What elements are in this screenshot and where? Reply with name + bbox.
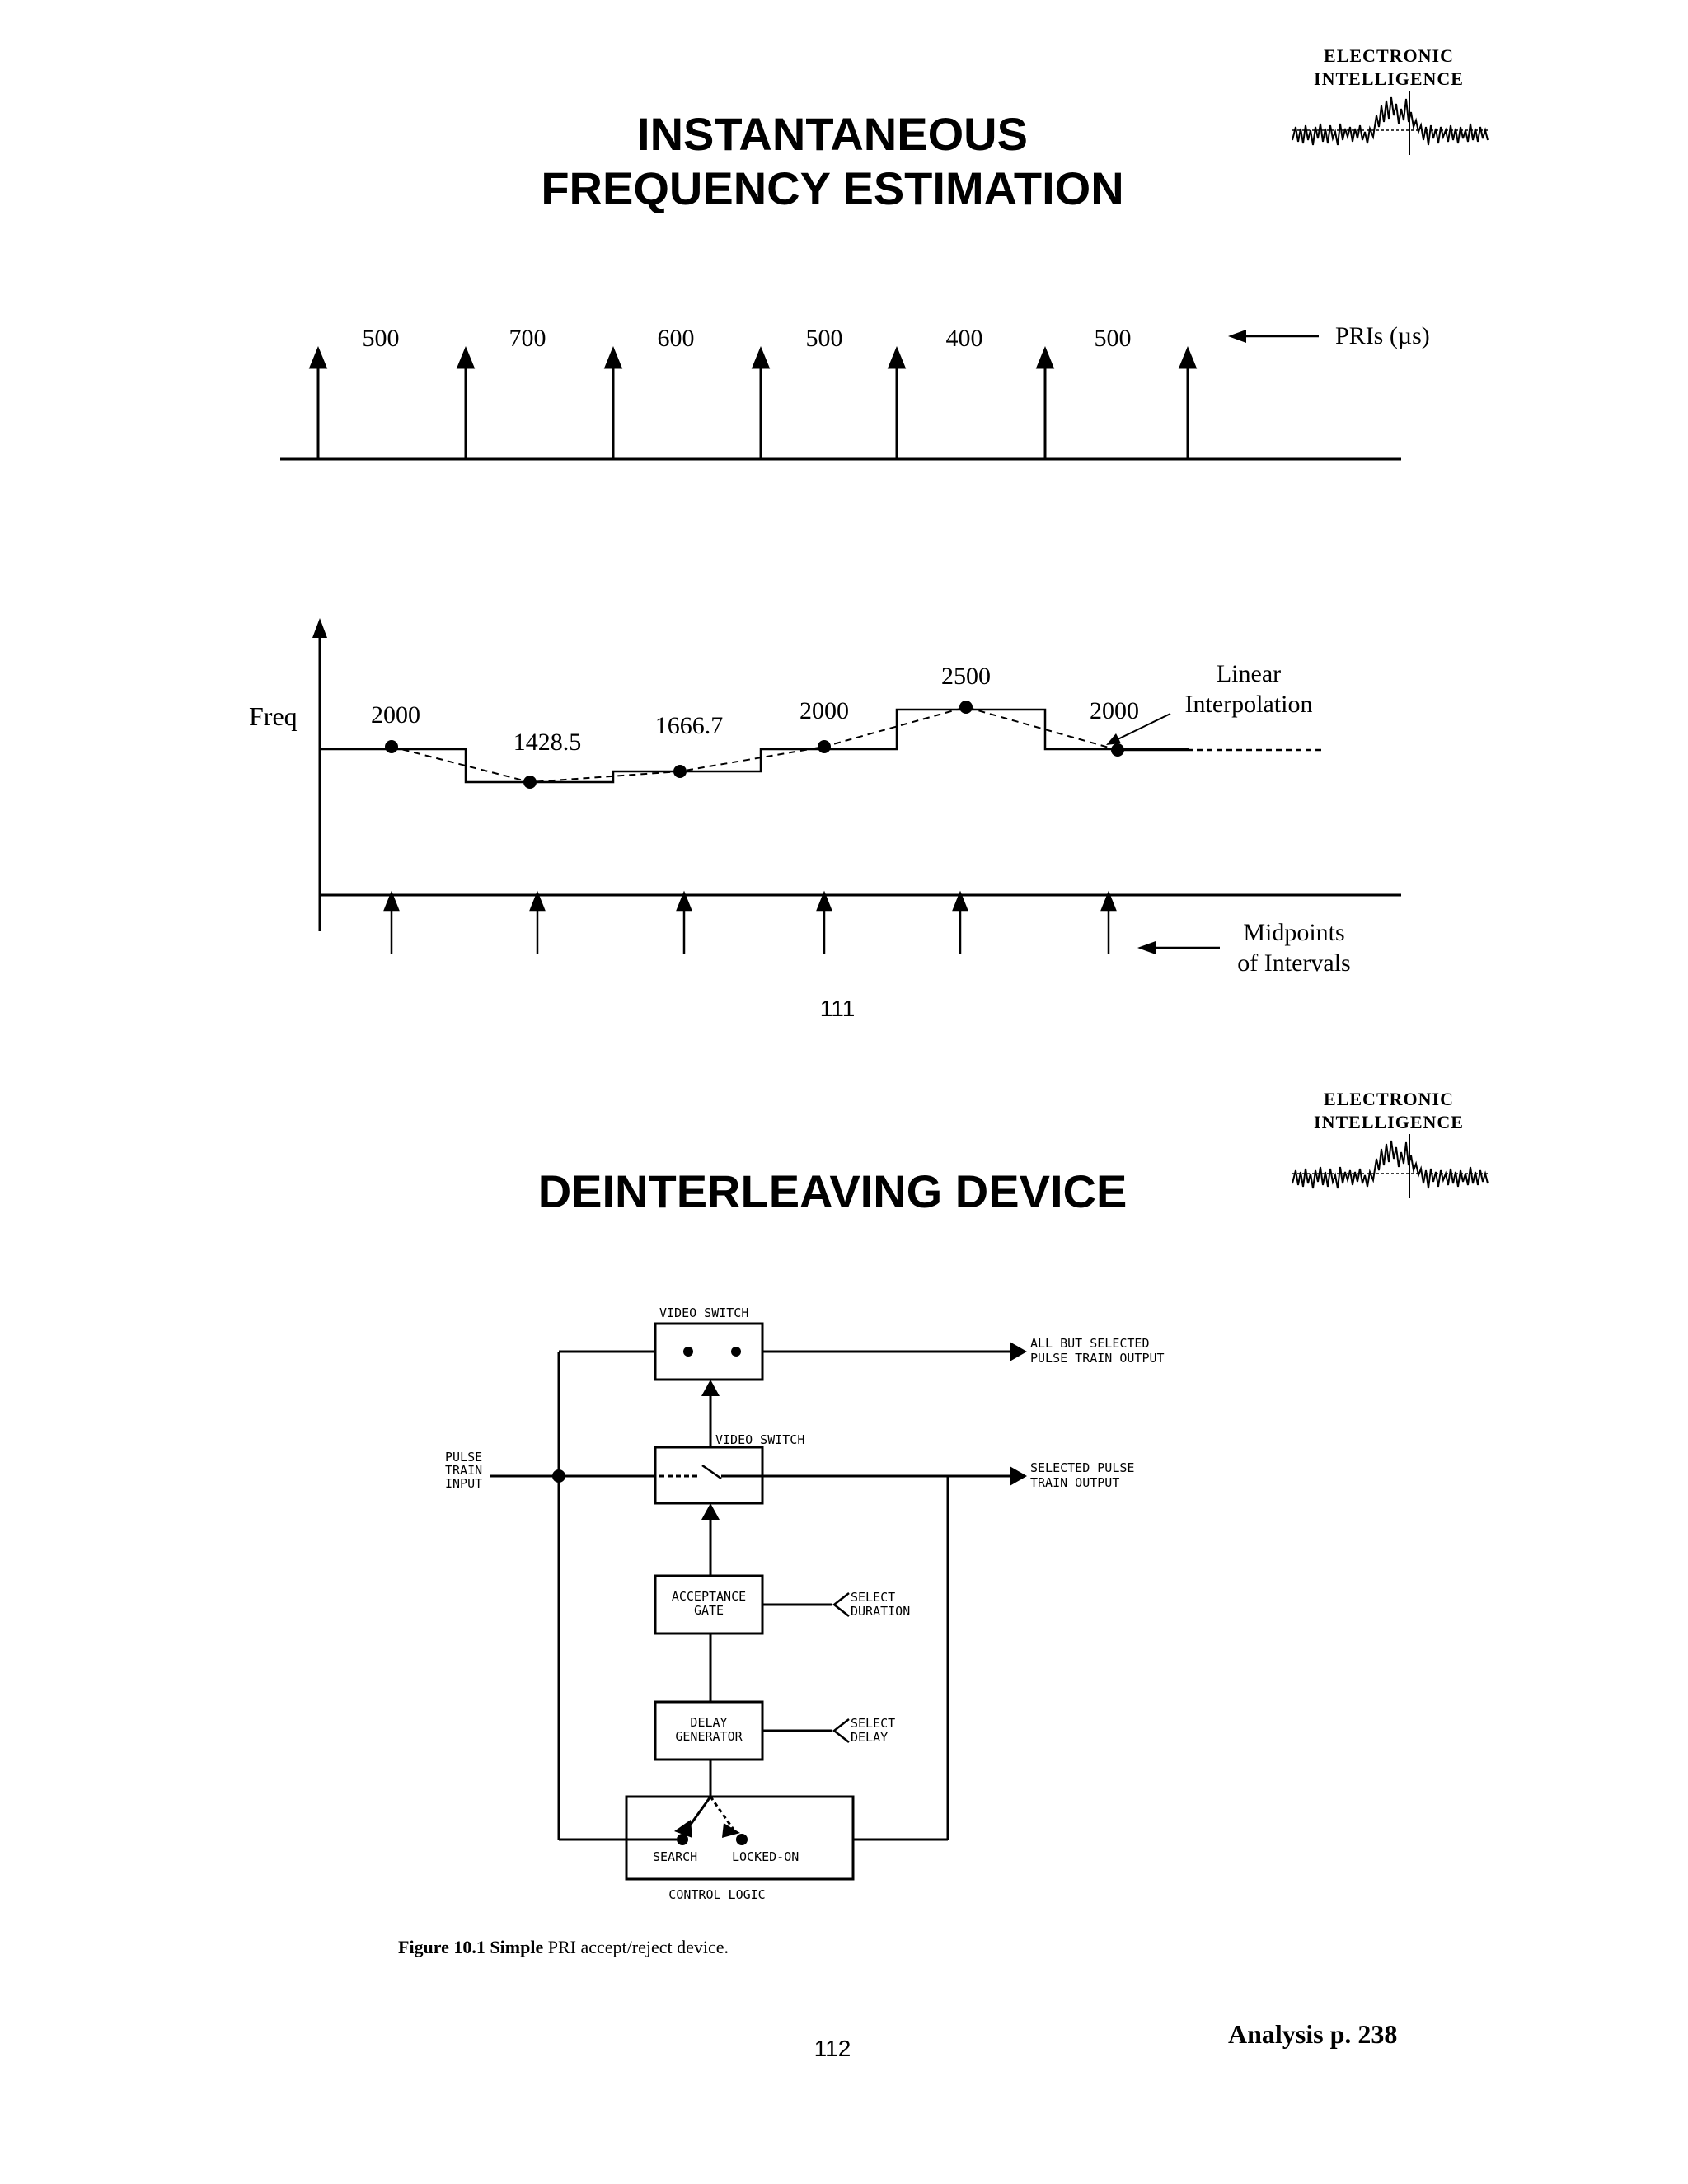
gate-up-arrow-icon — [701, 1503, 720, 1520]
title-line-2: FREQUENCY ESTIMATION — [541, 162, 1124, 214]
output-mid-line-1: SELECTED PULSE — [1030, 1460, 1134, 1475]
logo: ELECTRONIC INTELLIGENCE — [1286, 45, 1492, 168]
select-delay-line-1: SELECT — [851, 1716, 895, 1731]
control-logic-box — [625, 1795, 855, 1881]
pri-axis-label: PRIs (µs) — [1335, 322, 1430, 349]
select-duration-line-2: DURATION — [851, 1604, 910, 1619]
control-logic-label: CONTROL LOGIC — [668, 1887, 765, 1902]
pri-value-1: 500 — [363, 325, 400, 352]
logo-text-line-1: ELECTRONIC — [1324, 45, 1454, 66]
search-label: SEARCH — [653, 1849, 697, 1864]
pri-value-2: 700 — [509, 325, 546, 352]
delay-line-1: DELAY — [690, 1715, 727, 1730]
pri-pulse-diagram: 500 700 600 500 400 500 PRIs (µs) — [280, 322, 1430, 461]
pri-pointer-arrow-icon — [1228, 330, 1246, 343]
pulse-input-line-3: INPUT — [445, 1476, 482, 1491]
search-arm-arrow-icon — [674, 1820, 692, 1838]
page-number-112: 112 — [814, 2036, 851, 2061]
interp-pointer-arrow-icon — [1106, 733, 1121, 745]
interp-label-line-1: Linear — [1217, 660, 1281, 687]
delay-line-2: GENERATOR — [675, 1729, 743, 1744]
locked-on-label: LOCKED-ON — [732, 1849, 799, 1864]
midpoints-label-line-1: Midpoints — [1243, 919, 1344, 946]
output-top-line-2: PULSE TRAIN OUTPUT — [1030, 1351, 1165, 1366]
page-title: INSTANTANEOUS FREQUENCY ESTIMATION — [462, 107, 1203, 216]
top-output-arrow-icon — [1010, 1342, 1027, 1361]
locked-arm-arrow-icon — [722, 1823, 740, 1838]
logo-text-line-2: INTELLIGENCE — [1314, 68, 1464, 89]
mid-output-arrow-icon — [1010, 1466, 1027, 1486]
pri-value-4: 500 — [806, 325, 843, 352]
pri-value-3: 600 — [658, 325, 695, 352]
step-function-line — [320, 708, 1189, 784]
acceptance-line-2: GATE — [694, 1603, 724, 1618]
logo-2: ELECTRONIC INTELLIGENCE — [1286, 1088, 1492, 1212]
freq-axis-arrow-icon — [312, 618, 327, 638]
pulse-input-line-2: TRAIN — [445, 1463, 482, 1478]
video-switch-top-label: VIDEO SWITCH — [659, 1305, 748, 1320]
linear-interpolation-line — [391, 705, 1118, 784]
freq-value-2: 1428.5 — [513, 729, 582, 756]
pulse-input-line-1: PULSE — [445, 1450, 482, 1465]
pulse-arrows — [308, 346, 1198, 459]
midpoints-label-line-2: of Intervals — [1237, 949, 1350, 977]
pri-value-5: 400 — [946, 325, 983, 352]
figure-caption-text: PRI accept/reject device. — [543, 1937, 729, 1957]
page-number-111: 111 — [819, 996, 856, 1021]
logo-2-text-line-2: INTELLIGENCE — [1314, 1112, 1464, 1132]
switch-up-arrow-icon — [701, 1380, 720, 1396]
select-duration-line-1: SELECT — [851, 1590, 895, 1605]
interp-label-line-2: Interpolation — [1185, 691, 1313, 718]
title-line-1: INSTANTANEOUS — [637, 108, 1028, 160]
deinterleaving-block-diagram: VIDEO SWITCH ALL BUT SELECTED PULSE TRAI… — [445, 1305, 1165, 1902]
figure-caption-bold: Figure 10.1 Simple — [398, 1937, 544, 1957]
video-switch-top-box — [654, 1322, 764, 1381]
pri-value-6: 500 — [1095, 325, 1132, 352]
freq-value-4: 2000 — [799, 697, 849, 724]
signal-logo-icon — [1292, 91, 1489, 155]
select-delay-line-2: DELAY — [851, 1730, 888, 1745]
freq-value-1: 2000 — [371, 701, 420, 729]
video-switch-mid-label: VIDEO SWITCH — [715, 1432, 804, 1447]
signal-logo-icon — [1292, 1134, 1489, 1198]
output-mid-line-2: TRAIN OUTPUT — [1030, 1475, 1119, 1490]
page-2-title: DEINTERLEAVING DEVICE — [537, 1165, 1128, 1217]
freq-value-3: 1666.7 — [655, 712, 724, 739]
freq-value-6: 2000 — [1090, 697, 1139, 724]
freq-value-5: 2500 — [941, 663, 991, 690]
figure-caption: Figure 10.1 Simple PRI accept/reject dev… — [398, 1937, 729, 1958]
midpoints-pointer-arrow-icon — [1137, 941, 1156, 954]
output-top-line-1: ALL BUT SELECTED — [1030, 1336, 1150, 1351]
acceptance-line-1: ACCEPTANCE — [672, 1589, 746, 1604]
freq-label: Freq — [249, 701, 298, 731]
analysis-reference: Analysis p. 238 — [1228, 2019, 1398, 2049]
frequency-estimate-chart: Freq 2000 1428.5 1666.7 2000 2500 2000 L… — [249, 618, 1401, 977]
estimate-points — [385, 701, 1124, 789]
logo-2-text-line-1: ELECTRONIC — [1324, 1089, 1454, 1109]
midpoint-arrows — [383, 890, 1117, 954]
